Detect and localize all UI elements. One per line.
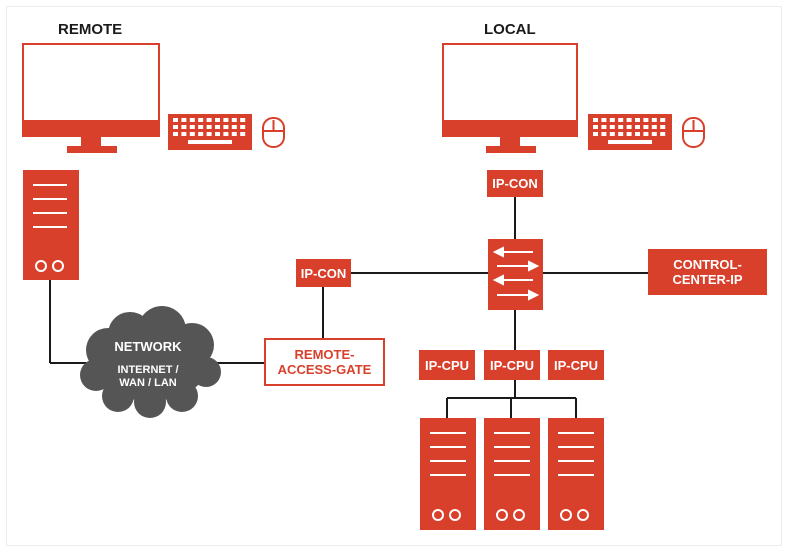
local-server-1: [420, 418, 476, 530]
local-header: LOCAL: [484, 21, 536, 38]
diagram-frame: [6, 6, 782, 546]
remote-keyboard-icon: [168, 114, 252, 150]
ip-con-left-label: IP-CON: [300, 265, 347, 281]
connection-lines: [49, 197, 648, 418]
ip-con-local-label: IP-CON: [492, 176, 538, 191]
local-server-2: [484, 418, 540, 530]
local-server-3: [548, 418, 604, 530]
network-cloud-icon: [80, 306, 221, 418]
ip-cpu-label-2: IP-CPU: [489, 357, 535, 373]
ip-cpu-label-1: IP-CPU: [424, 357, 470, 373]
control-center-box: CONTROL- CENTER-IP: [648, 249, 767, 295]
ip-cpu-label-3: IP-CPU: [553, 357, 599, 373]
network-switch-icon: [488, 239, 543, 310]
ip-con-left-box: IP-CON: [296, 259, 351, 287]
ip-cpu-box-1: IP-CPU: [419, 350, 475, 380]
remote-mouse-icon: [262, 117, 285, 148]
remote-access-gate-box: REMOTE- ACCESS-GATE: [264, 338, 385, 386]
local-monitor-icon: [442, 43, 578, 153]
network-title: NETWORK: [114, 339, 182, 354]
local-mouse-icon: [682, 117, 705, 148]
local-servers-icon: [420, 418, 604, 530]
ip-con-local-box: IP-CON: [487, 170, 543, 197]
remote-access-gate-label: REMOTE- ACCESS-GATE: [277, 347, 372, 377]
local-keyboard-icon: [588, 114, 672, 150]
control-center-label: CONTROL- CENTER-IP: [672, 257, 743, 287]
remote-server-icon: [23, 170, 79, 280]
ip-cpu-box-3: IP-CPU: [548, 350, 604, 380]
remote-monitor-icon: [22, 43, 160, 153]
network-subtitle: INTERNET / WAN / LAN: [117, 364, 179, 389]
remote-header: REMOTE: [58, 21, 123, 38]
ip-cpu-box-2: IP-CPU: [484, 350, 540, 380]
